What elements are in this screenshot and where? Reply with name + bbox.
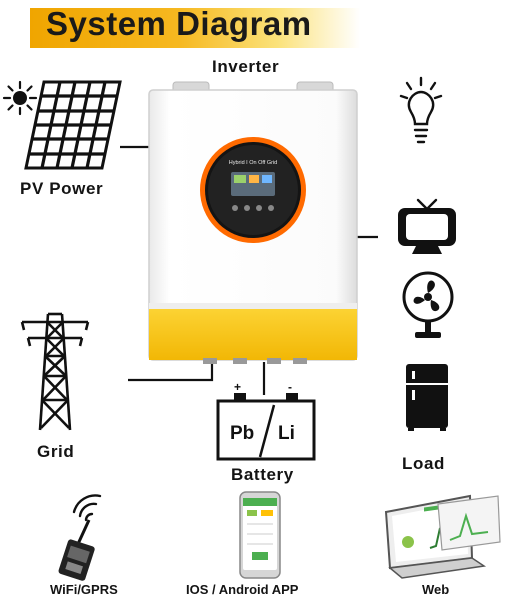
phone-icon <box>239 491 281 579</box>
battery-icon: + - Pb Li <box>216 380 316 461</box>
diagram-title: System Diagram <box>46 5 312 42</box>
inverter-screen-text: Hybrid I On Off Grid <box>229 160 278 166</box>
grid-label: Grid <box>37 442 75 461</box>
wifi-gprs-label: WiFi/GPRS <box>50 582 118 597</box>
sun-icon <box>2 80 38 116</box>
laptop-icon <box>384 494 501 579</box>
battery-label: Battery <box>231 465 294 484</box>
fridge-icon <box>406 364 448 431</box>
fan-icon <box>402 271 454 338</box>
wifi-module-icon <box>58 494 102 581</box>
load-label: Load <box>402 454 446 473</box>
battery-plus: + <box>234 380 241 394</box>
inverter-icon: Hybrid I On Off Grid <box>148 81 358 364</box>
grid-wire <box>128 362 214 382</box>
inverter-label: Inverter <box>212 57 280 76</box>
pv-power-label: PV Power <box>20 179 104 198</box>
bulb-icon <box>399 76 443 144</box>
battery-type-li: Li <box>278 423 295 444</box>
title-banner <box>30 8 360 48</box>
solar-panel-icon <box>24 80 122 170</box>
battery-type-pb: Pb <box>230 423 254 444</box>
battery-minus: - <box>288 380 292 394</box>
web-label: Web <box>422 582 450 597</box>
transmission-tower-icon <box>20 312 90 431</box>
app-label: IOS / Android APP <box>186 582 299 597</box>
tv-icon <box>398 198 456 254</box>
